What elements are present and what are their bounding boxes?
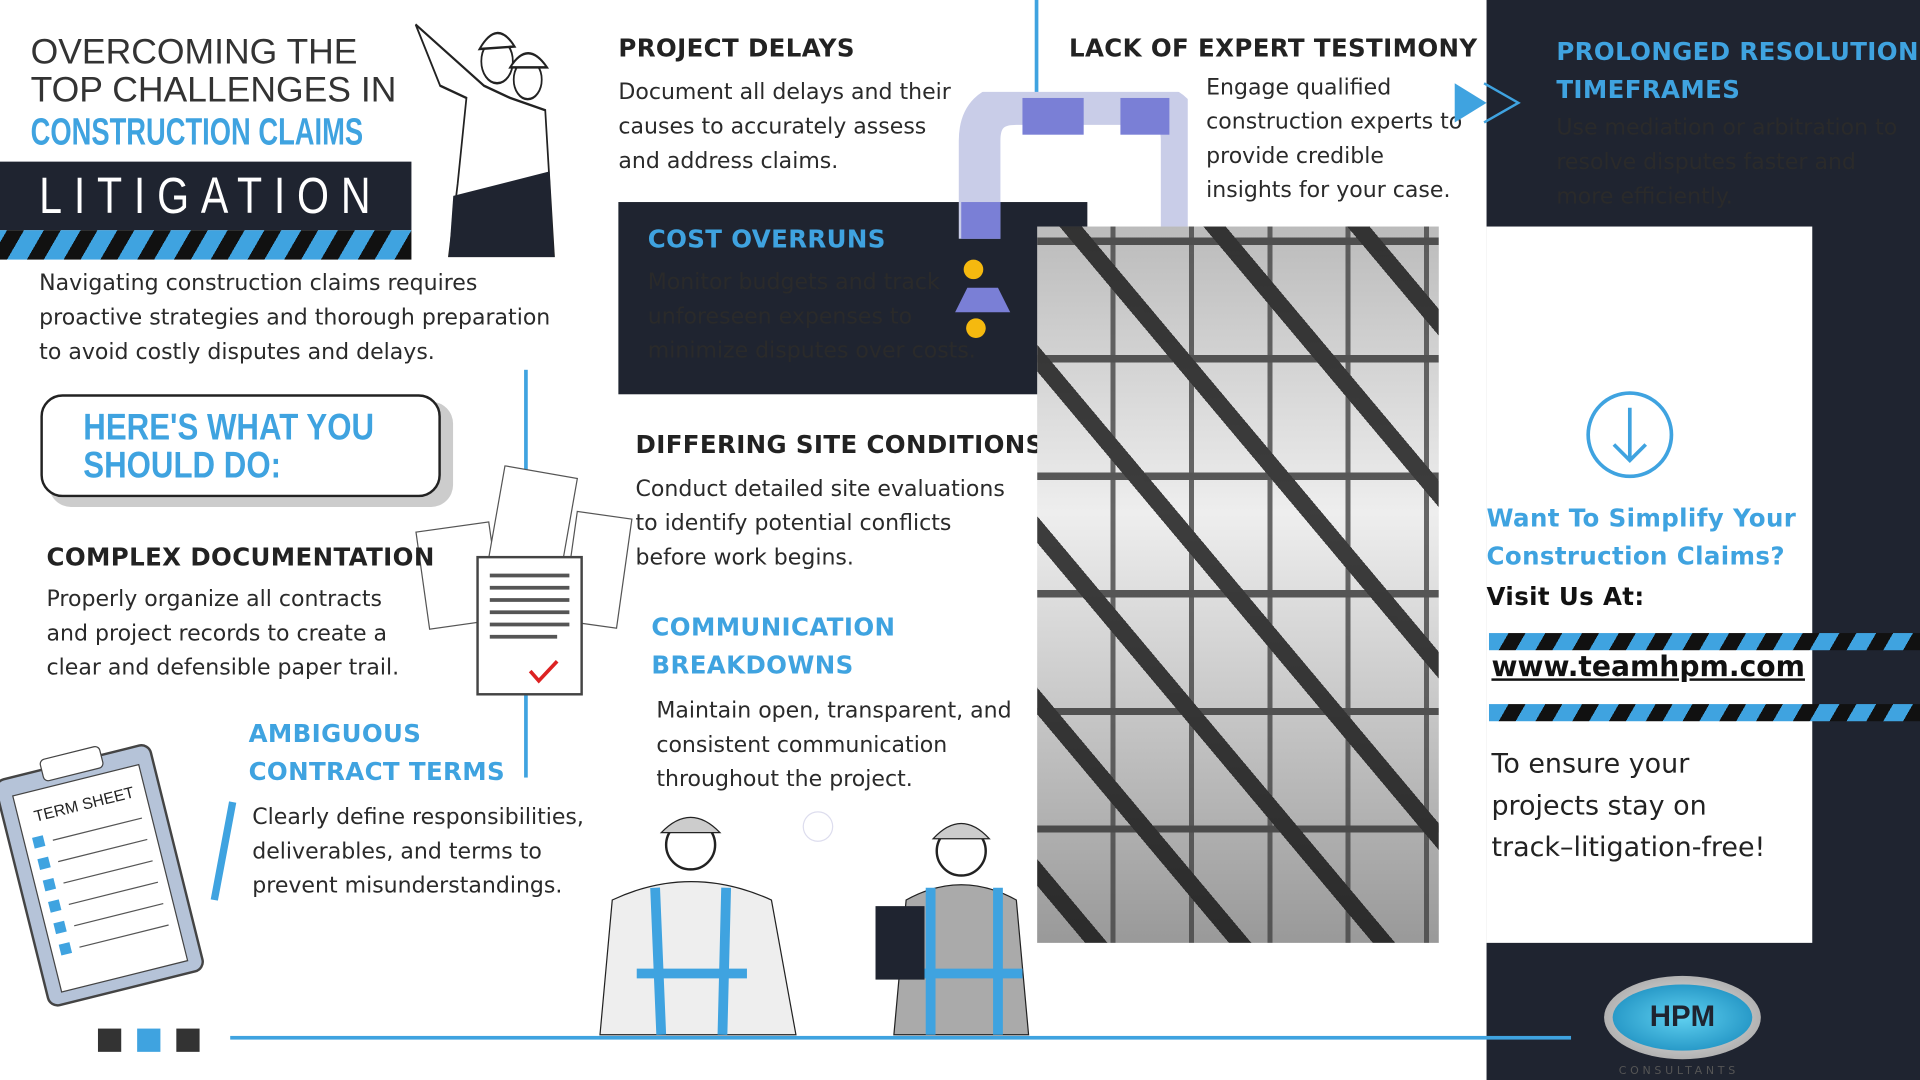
- complex-documentation-text: Properly organize all contracts and proj…: [46, 586, 400, 681]
- divider-line: [1034, 0, 1039, 101]
- logo-subtext: CONSULTANTS: [1618, 1065, 1739, 1078]
- square-marker: [176, 1028, 200, 1052]
- complex-documentation-title: COMPLEX DOCUMENTATION: [46, 542, 435, 572]
- title-line: AMBIGUOUS: [248, 718, 422, 749]
- cta-line: HERE'S WHAT YOU: [83, 407, 375, 449]
- title-line: TOP CHALLENGES IN: [30, 71, 397, 111]
- communication-text: Maintain open, transparent, and consiste…: [656, 697, 1012, 793]
- expert-testimony-text: Engage qualified construction experts to…: [1206, 74, 1463, 204]
- website-link[interactable]: www.teamhpm.com: [1491, 651, 1805, 684]
- square-marker: [97, 1028, 122, 1052]
- hazard-stripe: [0, 230, 412, 260]
- title-line: OVERCOMING THE: [30, 33, 358, 73]
- arrow-right-icon: [1454, 82, 1521, 124]
- title-line: Construction Claims?: [1486, 541, 1785, 571]
- intro-text: Navigating construction claims requires …: [39, 270, 551, 365]
- what-to-do-heading: HERE'S WHAT YOU SHOULD DO:: [83, 409, 374, 485]
- hpm-logo: HPM: [1604, 975, 1761, 1060]
- arrow-down-circle-icon: [1586, 391, 1674, 479]
- what-to-do-box: [40, 394, 441, 498]
- square-marker: [137, 1028, 161, 1052]
- prolonged-resolution-text: Use mediation or arbitration to resolve …: [1556, 115, 1898, 210]
- title-litigation: LITIGATION: [39, 166, 383, 225]
- title-line: PROLONGED RESOLUTION: [1556, 36, 1919, 67]
- prolonged-resolution-title: PROLONGED RESOLUTION TIMEFRAMES: [1556, 33, 1919, 109]
- differing-site-text: Conduct detailed site evaluations to ide…: [635, 476, 1005, 571]
- project-delays-text: Document all delays and their causes to …: [618, 79, 951, 174]
- logo-text: HPM: [1612, 984, 1753, 1051]
- project-delays-title: PROJECT DELAYS: [618, 33, 855, 63]
- visit-label: Visit Us At:: [1486, 581, 1645, 612]
- term-sheet-clipboard: TERM SHEET: [0, 744, 237, 1007]
- bottom-line: [230, 1035, 1572, 1040]
- cta-question: Want To Simplify Your Construction Claim…: [1487, 500, 1797, 576]
- cost-overruns-text: Monitor budgets and track unforeseen exp…: [647, 269, 976, 364]
- cost-overruns-box: [618, 202, 1088, 395]
- communication-title: COMMUNICATION BREAKDOWNS: [651, 609, 895, 685]
- cost-overruns-title: COST OVERRUNS: [647, 224, 886, 254]
- differing-site-title: DIFFERING SITE CONDITIONS: [635, 429, 1044, 460]
- title-highlight: CONSTRUCTION CLAIMS: [30, 110, 364, 154]
- hazard-stripe: [1488, 704, 1920, 722]
- documents-illustration: [415, 465, 633, 696]
- hazard-stripe: [1488, 633, 1920, 651]
- expert-testimony-title: LACK OF EXPERT TESTIMONY: [1068, 33, 1478, 63]
- ambiguous-terms-text: Clearly define responsibilities, deliver…: [252, 804, 584, 899]
- closing-text: To ensure your projects stay on track–li…: [1491, 749, 1766, 864]
- title-line: COMMUNICATION: [651, 612, 896, 642]
- title-line: Want To Simplify Your: [1486, 503, 1797, 533]
- pipe-illustration: [955, 91, 1188, 338]
- title-banner: [0, 161, 412, 231]
- title-light: OVERCOMING THE TOP CHALLENGES IN: [31, 34, 397, 110]
- staircase-photo: [1037, 226, 1439, 943]
- workers-talking-illustration: [599, 811, 1030, 1036]
- title-line: BREAKDOWNS: [651, 650, 854, 680]
- ambiguous-terms-title: AMBIGUOUS CONTRACT TERMS: [249, 715, 505, 791]
- title-line: TIMEFRAMES: [1556, 74, 1741, 105]
- cta-card: [1486, 226, 1813, 943]
- engineers-illustration: [414, 23, 555, 258]
- title-line: CONTRACT TERMS: [248, 756, 506, 787]
- cta-line: SHOULD DO:: [83, 445, 282, 487]
